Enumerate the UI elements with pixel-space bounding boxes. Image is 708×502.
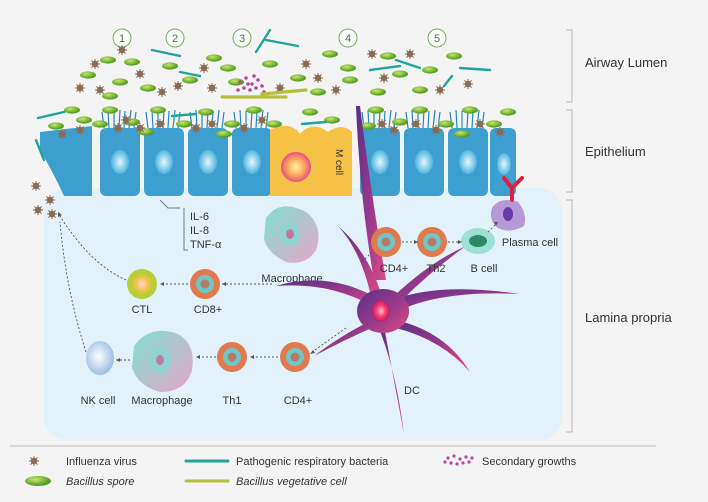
b-cell — [461, 228, 495, 254]
legend-virus-icon — [28, 455, 40, 467]
cd4-top-cell — [371, 227, 401, 257]
th1-label: Th1 — [223, 395, 242, 407]
ctl-label: CTL — [132, 304, 153, 316]
cd8-cell — [190, 269, 220, 299]
cytokine-il6: IL-6 — [190, 211, 209, 223]
step-1: 1 — [119, 33, 125, 45]
m-cell: M cell — [270, 125, 352, 196]
region-label-lamina-propria: Lamina propria — [585, 310, 672, 325]
cytokine-il8: IL-8 — [190, 225, 209, 237]
legend-secondary-label: Secondary growths — [482, 456, 577, 468]
epithelial-cell-left — [40, 126, 92, 196]
cd4-bottom-label: CD4+ — [284, 395, 312, 407]
plasma-cell-label: Plasma cell — [502, 237, 558, 249]
legend-bacteria-label: Pathogenic respiratory bacteria — [236, 456, 389, 468]
b-cell-label: B cell — [471, 263, 498, 275]
lower-arrowheads — [116, 350, 315, 362]
th2-label: Th2 — [427, 263, 446, 275]
vegetative-cell-lumen-2 — [260, 88, 308, 96]
epithelial-layer — [40, 109, 516, 197]
upper-arrowheads — [414, 222, 498, 244]
secondary-growths-cluster — [236, 74, 266, 94]
antibody-icon — [502, 176, 524, 202]
legend-influenza-label: Influenza virus — [66, 456, 137, 468]
cytokine-tnfa: TNF-α — [190, 239, 222, 251]
region-label-epithelium: Epithelium — [585, 144, 646, 159]
legend-spore-label: Bacillus spore — [66, 476, 134, 488]
middle-pathway-arrows — [59, 215, 272, 285]
cd8-label: CD8+ — [194, 304, 222, 316]
step-markers: 1 2 3 4 5 — [112, 28, 447, 48]
legend-secondary-icon — [443, 454, 474, 466]
cytokine-bracket — [159, 199, 188, 251]
macrophage-bottom-label: Macrophage — [131, 395, 192, 407]
macrophage-bottom — [132, 330, 193, 392]
step-4: 4 — [345, 33, 351, 45]
ctl-cell — [127, 269, 157, 299]
step-2: 2 — [172, 33, 178, 45]
region-brackets — [566, 29, 573, 433]
middle-arrowheads — [58, 212, 226, 286]
th1-cell — [217, 342, 247, 372]
epithelial-bacteria — [34, 110, 328, 162]
legend-spore-icon — [25, 476, 51, 486]
step-5: 5 — [434, 33, 440, 45]
m-cell-label: M cell — [333, 149, 344, 175]
region-label-airway-lumen: Airway Lumen — [585, 55, 667, 70]
cd4-bottom-cell — [280, 342, 310, 372]
dc-label: DC — [404, 385, 420, 397]
plasma-cell — [490, 200, 526, 231]
legend: Influenza virus Bacillus spore Pathogeni… — [25, 454, 577, 488]
airway-bacteria — [150, 28, 492, 88]
step-3: 3 — [239, 33, 245, 45]
macrophage-top — [264, 206, 319, 263]
nk-cell-label: NK cell — [81, 395, 116, 407]
th2-cell — [417, 227, 447, 257]
nk-cell — [86, 341, 114, 375]
cd4-top-label: CD4+ — [380, 263, 408, 275]
legend-vegetative-label: Bacillus vegetative cell — [236, 476, 347, 488]
